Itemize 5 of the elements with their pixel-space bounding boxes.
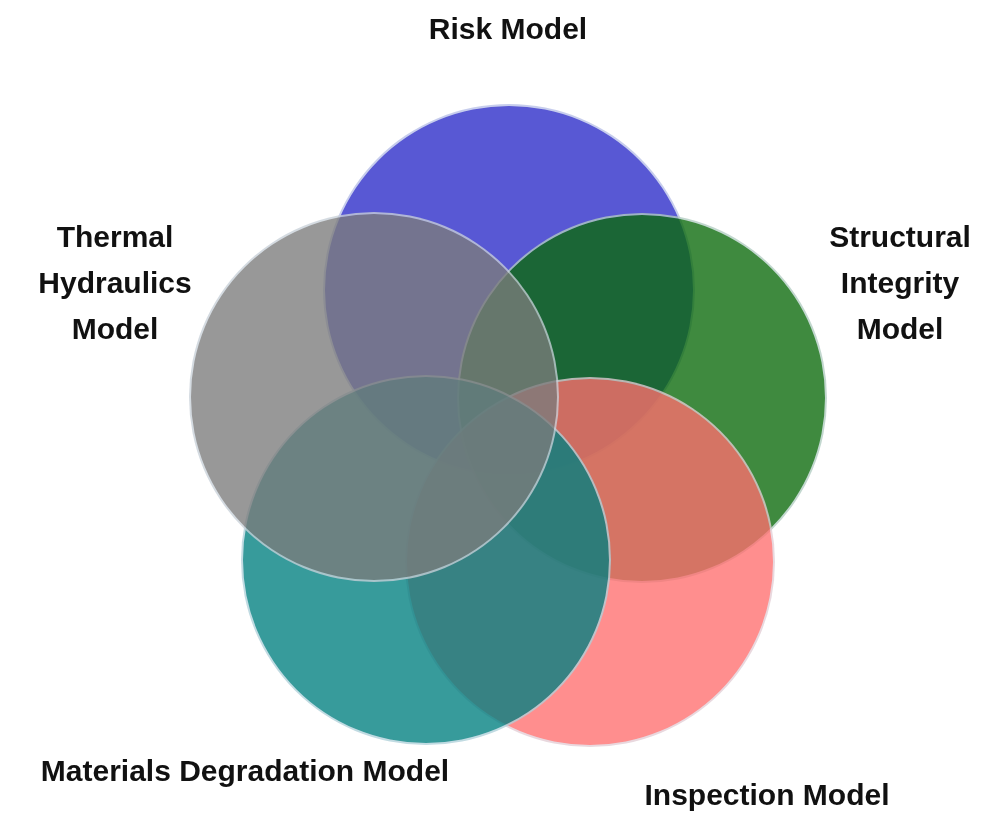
circle-label: Inspection Model — [643, 777, 891, 813]
circle-label: Materials Degradation Model — [40, 753, 450, 789]
circle-label: Thermal Hydraulics Model — [37, 219, 193, 347]
circle-label: Structural Integrity Model — [828, 219, 972, 347]
circle-label: Risk Model — [427, 11, 589, 47]
